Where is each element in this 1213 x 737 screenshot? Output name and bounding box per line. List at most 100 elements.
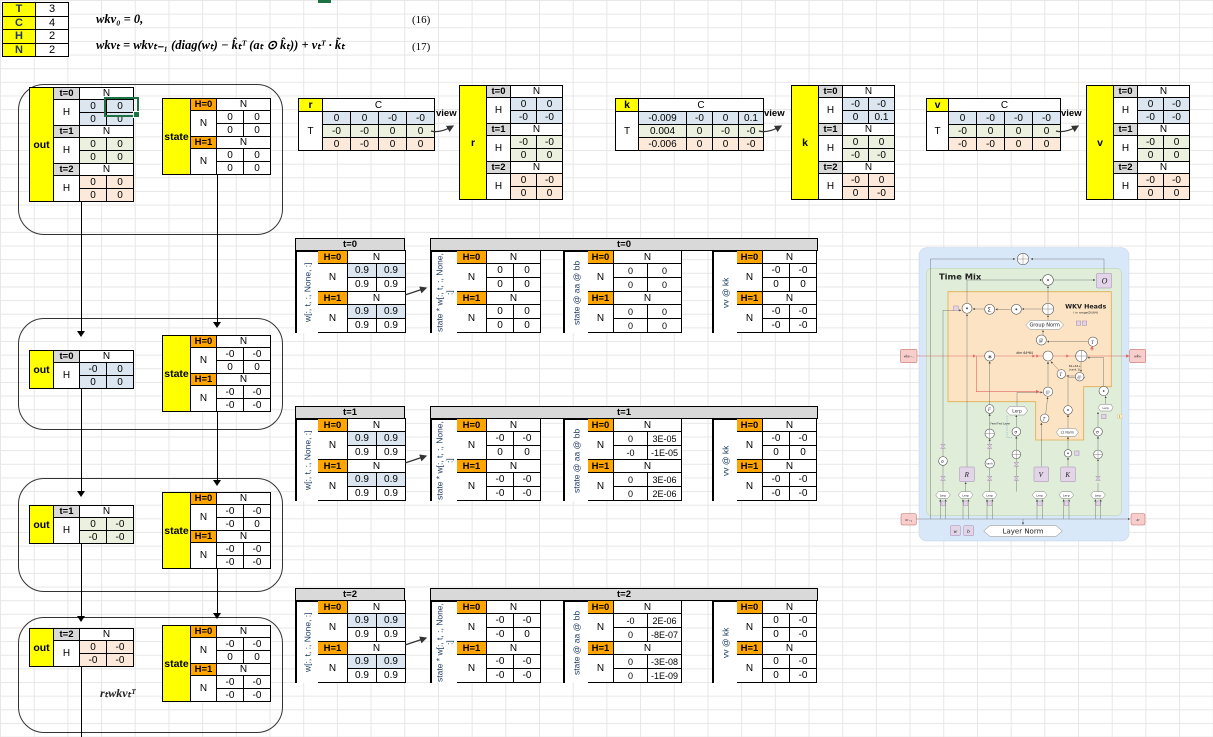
cell[interactable]: 0 xyxy=(648,305,682,319)
cell[interactable]: -0 xyxy=(1138,111,1164,124)
cell[interactable]: -0 xyxy=(487,487,514,501)
cell[interactable]: -0 xyxy=(217,348,244,361)
cell[interactable]: 0.1 xyxy=(869,111,895,124)
cell[interactable]: -0 xyxy=(843,98,869,111)
cell[interactable]: 0 xyxy=(107,176,134,189)
table-label[interactable]: out xyxy=(30,629,54,667)
block-header[interactable]: H=1 xyxy=(318,460,348,473)
cell[interactable]: 0 xyxy=(1138,187,1164,200)
cell[interactable]: -0 xyxy=(790,628,817,642)
row-label[interactable]: H xyxy=(819,98,843,124)
col-header[interactable]: N xyxy=(348,642,406,655)
block-header[interactable]: H=1 xyxy=(457,292,487,305)
row-label[interactable]: N xyxy=(191,505,217,531)
cell[interactable]: -0 xyxy=(244,638,271,651)
col-header[interactable]: N xyxy=(348,419,406,432)
cell[interactable]: 0 xyxy=(713,112,739,125)
cell[interactable]: -0 xyxy=(1033,112,1061,125)
col-header[interactable]: N xyxy=(217,493,271,505)
cell[interactable]: 0.9 xyxy=(377,432,406,446)
cell[interactable]: 0.9 xyxy=(377,264,406,278)
cell[interactable]: -0 xyxy=(949,138,977,151)
cell[interactable]: -0 xyxy=(217,518,244,531)
cell[interactable]: -0 xyxy=(244,386,271,399)
cell[interactable]: 0 xyxy=(763,446,790,460)
cell[interactable]: 0 xyxy=(1164,136,1190,149)
table-label[interactable]: state @ aa @ bb xyxy=(564,601,588,683)
cell[interactable]: -0 xyxy=(514,432,541,446)
col-header[interactable]: N xyxy=(763,601,817,614)
cell[interactable]: -0 xyxy=(1138,136,1164,149)
cell[interactable]: 0.9 xyxy=(348,655,377,669)
cell[interactable]: 0 xyxy=(843,187,869,200)
cell[interactable]: 0 xyxy=(514,278,541,292)
cell[interactable]: -0 xyxy=(514,614,541,628)
cell[interactable]: -0 xyxy=(107,641,134,654)
cell[interactable]: 0 xyxy=(244,124,271,137)
cell[interactable]: 0.9 xyxy=(377,473,406,487)
cell[interactable]: 0 xyxy=(244,518,271,531)
param-value[interactable]: 2 xyxy=(36,43,69,57)
row-label[interactable]: N xyxy=(318,473,348,501)
param-value[interactable]: 2 xyxy=(36,30,69,44)
table-label[interactable]: w[:, t, :, None, :] xyxy=(296,419,318,501)
col-header[interactable]: N xyxy=(348,251,406,264)
cell[interactable]: -0 xyxy=(80,654,107,667)
block-header[interactable]: H=0 xyxy=(737,419,763,432)
col-header[interactable]: N xyxy=(614,601,682,614)
col-header[interactable]: N xyxy=(487,292,541,305)
table-label[interactable]: state * w[:, t, :, None, :] xyxy=(431,601,457,683)
table-label[interactable]: out xyxy=(30,506,54,544)
row-label[interactable]: H xyxy=(819,136,843,162)
cell[interactable]: 0 xyxy=(244,149,271,162)
cell[interactable]: 0 xyxy=(687,138,713,151)
cell[interactable]: 0 xyxy=(949,112,977,125)
cell[interactable]: 0 xyxy=(217,124,244,137)
cell[interactable]: -0 xyxy=(949,125,977,138)
table-label[interactable]: v xyxy=(927,99,949,112)
cell[interactable]: 0 xyxy=(107,151,134,164)
cell[interactable]: 0 xyxy=(977,125,1005,138)
col-header[interactable]: N xyxy=(763,419,817,432)
cell[interactable]: 2E-06 xyxy=(648,614,682,628)
table-label[interactable]: k xyxy=(616,99,639,112)
col-header[interactable]: N xyxy=(217,664,271,676)
cell[interactable]: 0.004 xyxy=(639,125,687,138)
cell[interactable]: -1E-09 xyxy=(648,669,682,683)
cell[interactable]: -0 xyxy=(351,125,379,138)
row-label[interactable]: H xyxy=(487,136,511,162)
cell[interactable]: -0 xyxy=(217,399,244,412)
col-header[interactable]: N xyxy=(843,162,895,174)
row-label[interactable]: N xyxy=(588,305,614,333)
row-label[interactable]: N xyxy=(318,655,348,683)
table-label[interactable]: w[:, t, :, None, :] xyxy=(296,251,318,333)
cell[interactable]: -0 xyxy=(843,174,869,187)
col-header[interactable]: N xyxy=(487,601,541,614)
col-header[interactable]: N xyxy=(217,336,271,348)
row-label[interactable]: N xyxy=(737,614,763,642)
block-header[interactable]: H=1 xyxy=(457,642,487,655)
cell[interactable]: 0 xyxy=(80,189,107,202)
cell[interactable]: 0 xyxy=(511,149,537,162)
block-header[interactable]: t=0 xyxy=(819,86,843,98)
param-value[interactable]: 3 xyxy=(36,3,69,17)
cell[interactable]: 0 xyxy=(614,473,648,487)
col-header[interactable]: N xyxy=(511,124,563,136)
col-header[interactable]: N xyxy=(217,137,271,149)
col-header[interactable]: N xyxy=(763,642,817,655)
row-label[interactable]: H xyxy=(819,174,843,200)
cell[interactable]: -0 xyxy=(1164,111,1190,124)
cell[interactable]: -0 xyxy=(351,138,379,151)
cell[interactable]: -0 xyxy=(713,125,739,138)
cell[interactable]: 0 xyxy=(763,278,790,292)
table-label[interactable]: w[:, t, :, None, :] xyxy=(296,601,318,683)
block-header[interactable]: H=0 xyxy=(588,601,614,614)
cell[interactable]: -0 xyxy=(407,112,435,125)
table-label[interactable]: state xyxy=(163,493,191,569)
row-label[interactable]: H xyxy=(54,176,80,202)
cell[interactable]: 0.9 xyxy=(377,655,406,669)
row-label[interactable]: H xyxy=(54,518,80,544)
row-label[interactable]: N xyxy=(191,386,217,412)
cell[interactable]: 0 xyxy=(1138,98,1164,111)
block-header[interactable]: H=1 xyxy=(737,292,763,305)
